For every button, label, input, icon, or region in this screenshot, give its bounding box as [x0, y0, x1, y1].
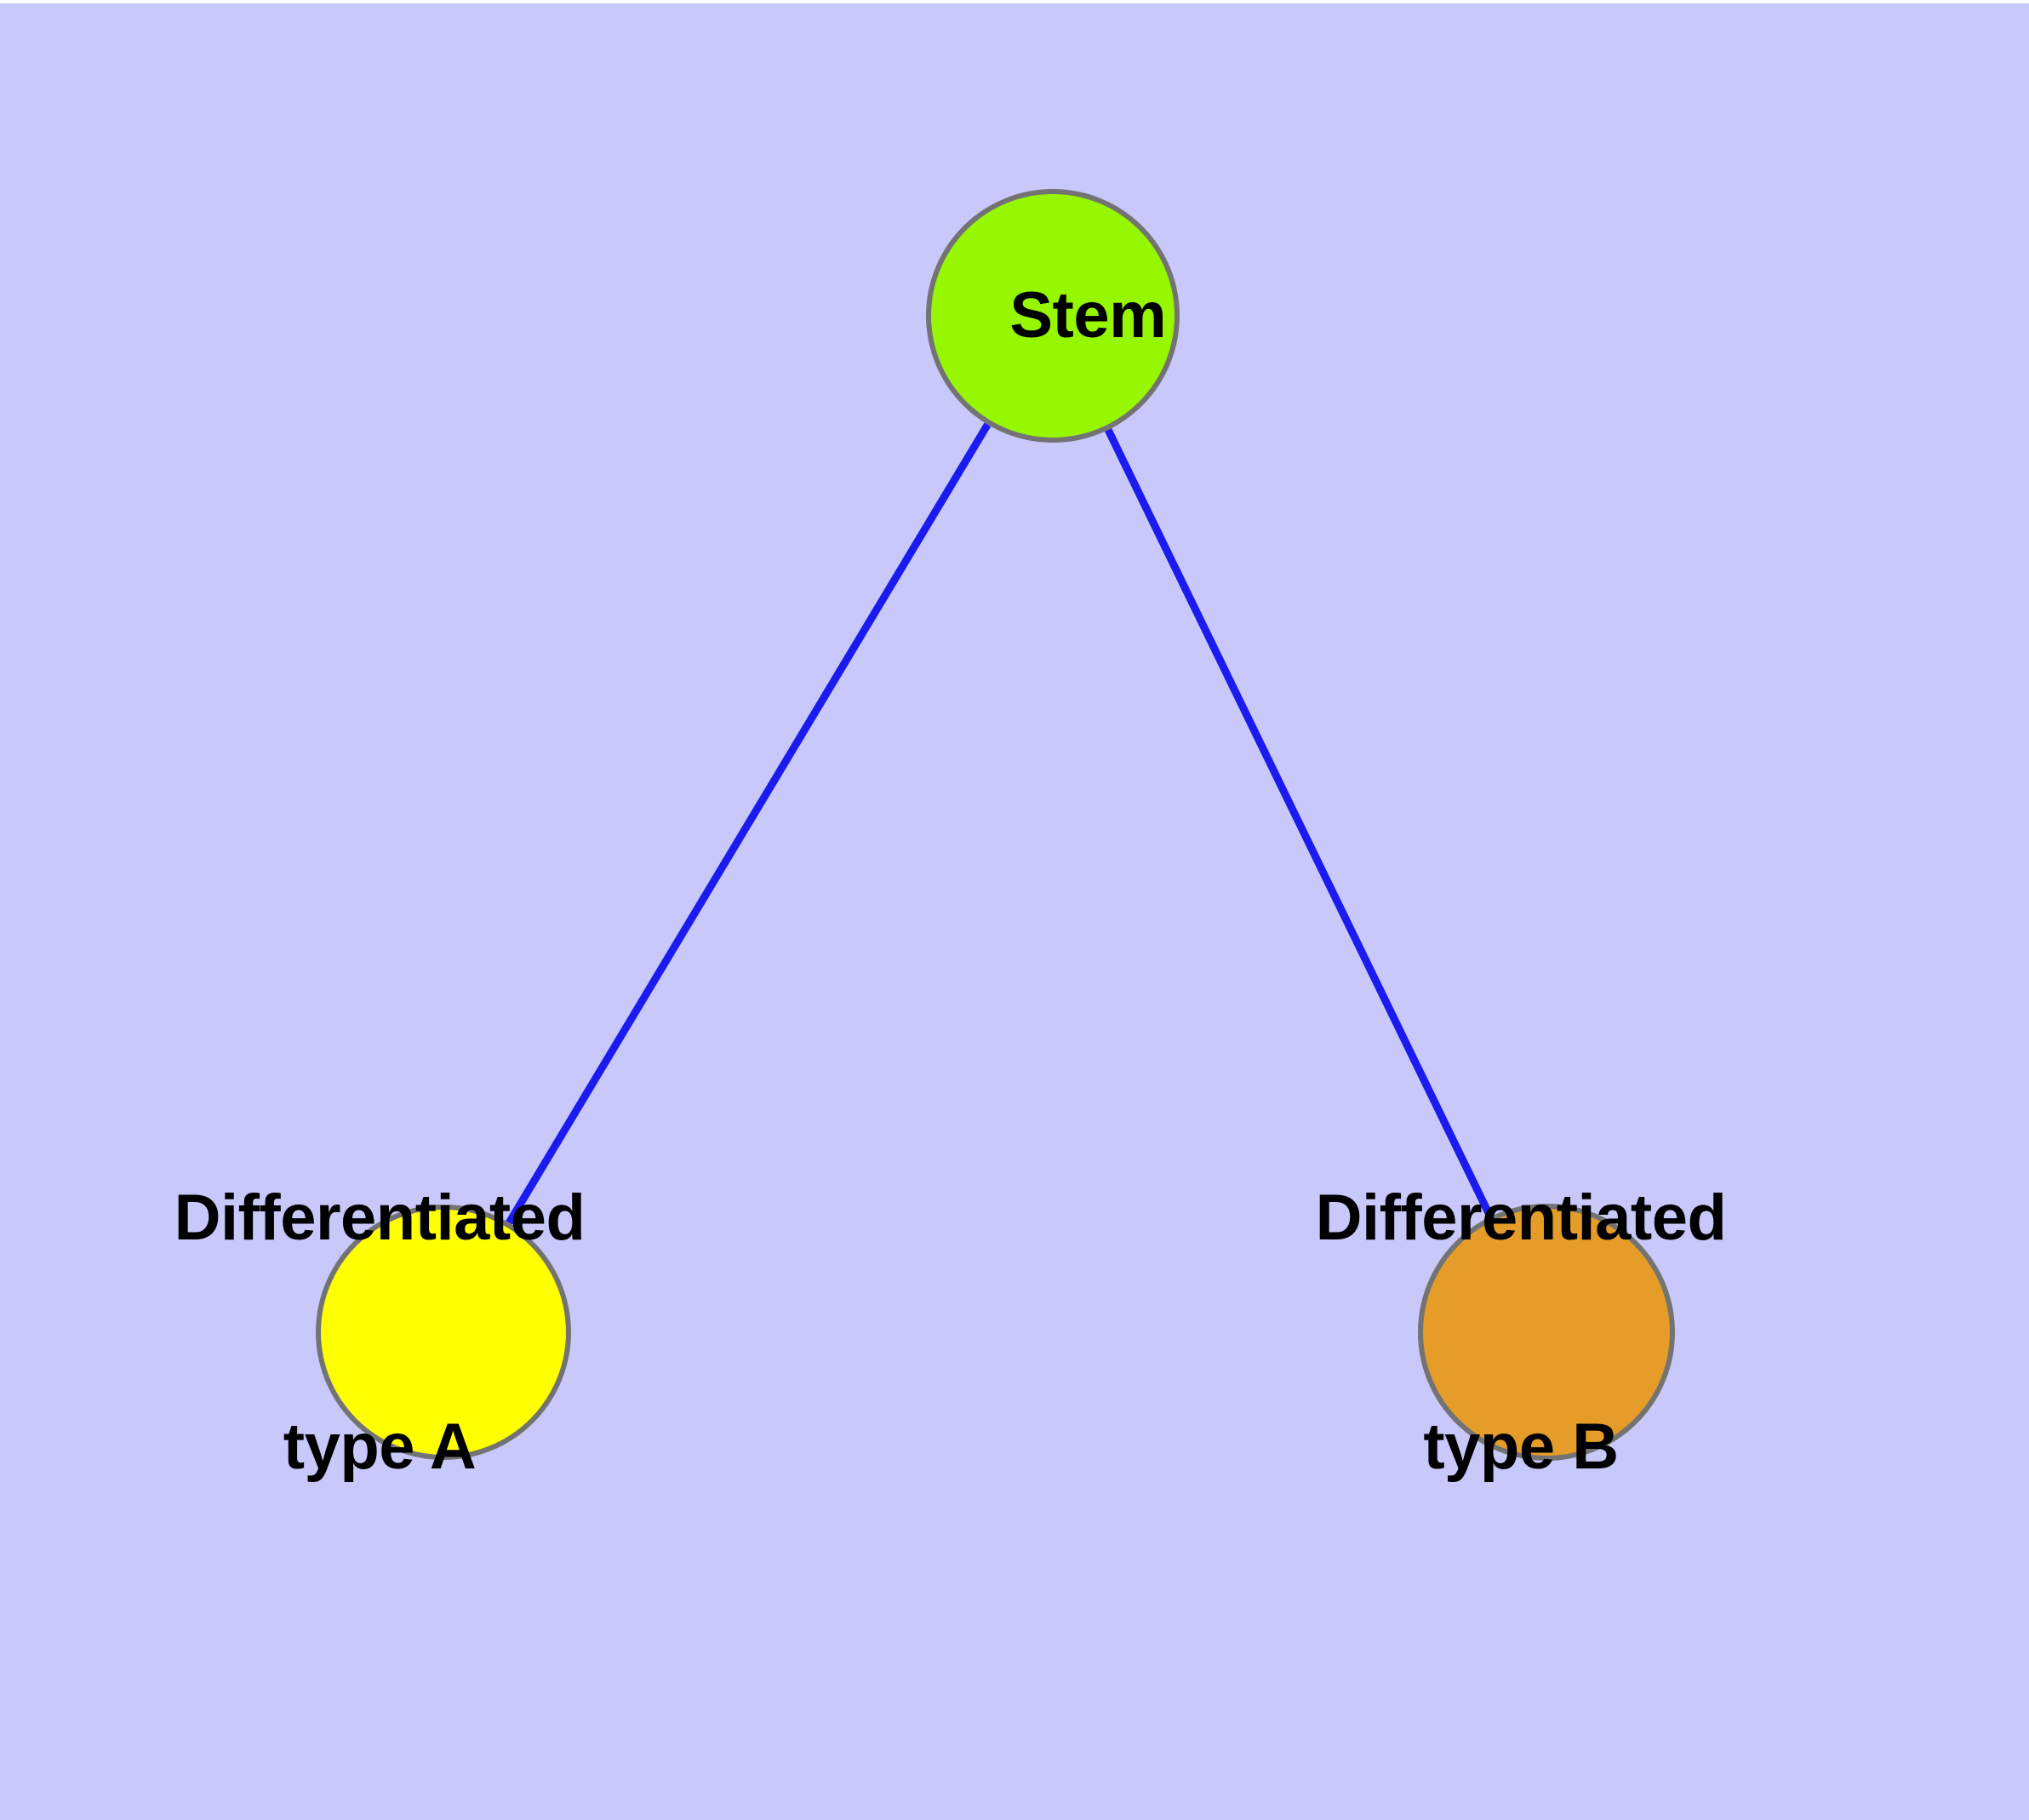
nodes-layer — [316, 189, 1675, 1461]
edge-stem-diff-b[interactable] — [1105, 428, 1495, 1219]
node-differentiated-type-b[interactable] — [1418, 1204, 1675, 1461]
node-differentiated-type-a[interactable] — [316, 1205, 571, 1460]
edges-layer — [506, 422, 1495, 1225]
edge-stem-diff-a[interactable] — [506, 422, 992, 1225]
node-stem[interactable] — [926, 189, 1180, 443]
